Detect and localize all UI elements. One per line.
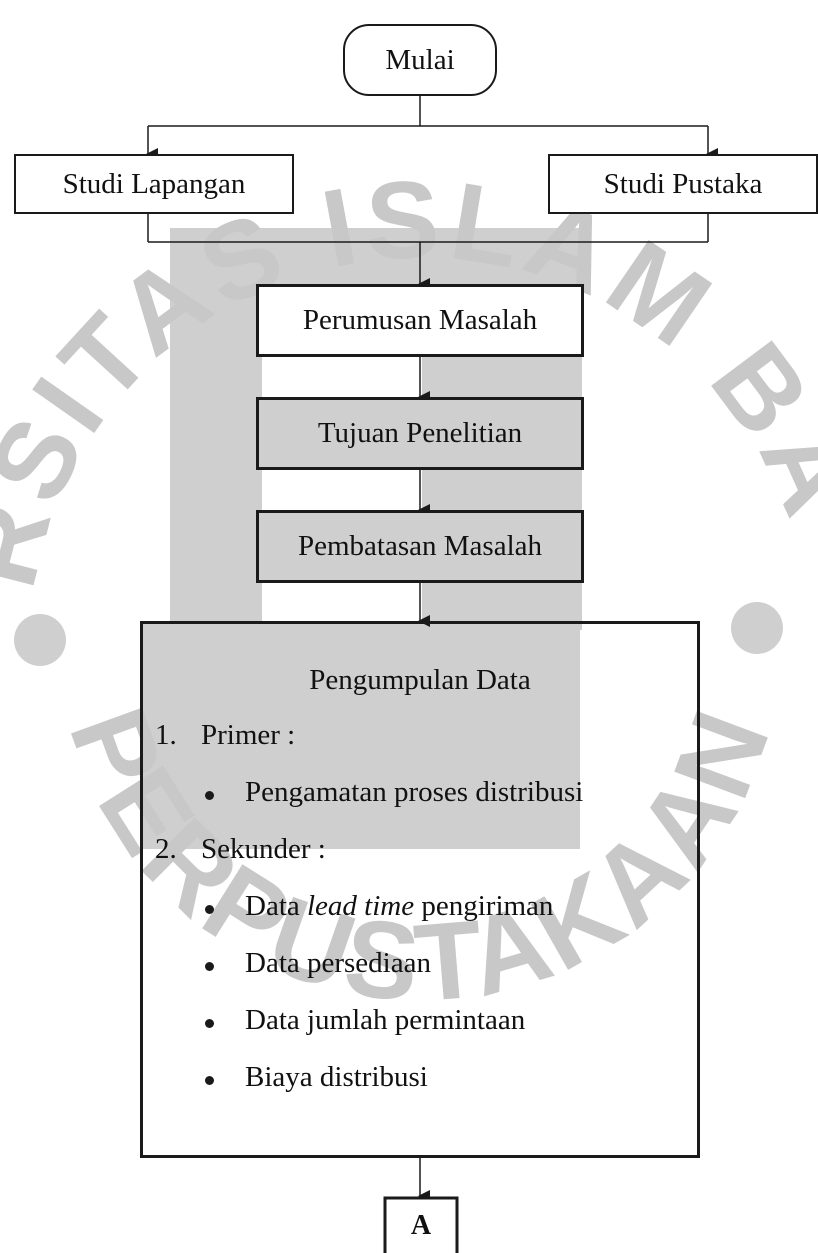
bullet-icon <box>205 962 214 971</box>
connector-a-label: A <box>410 1210 432 1241</box>
studi-pustaka-label: Studi Pustaka <box>603 167 763 200</box>
start-label: Mulai <box>385 43 455 76</box>
tujuan-penelitian-box: Tujuan Penelitian <box>256 397 584 470</box>
start-terminator: Mulai <box>343 24 497 96</box>
bullet-icon <box>205 1019 214 1028</box>
secondary-item-4: Biaya distribusi <box>245 1061 428 1093</box>
pembatasan-masalah-label: Pembatasan Masalah <box>297 530 542 562</box>
pengumpulan-data-box: Pengumpulan Data 1. Primer : Pengamatan … <box>140 621 700 1158</box>
secondary-item-lead-time: Data lead time pengiriman <box>245 890 553 923</box>
primary-label: Primer : <box>201 719 296 751</box>
secondary-label: Sekunder : <box>201 833 326 865</box>
primary-item-1: Pengamatan proses distribusi <box>245 776 584 808</box>
primary-number: 1. <box>155 719 177 751</box>
offpage-connector-shape <box>383 1196 459 1253</box>
watermark-block-left <box>170 340 262 630</box>
pembatasan-masalah-box: Pembatasan Masalah <box>256 510 584 583</box>
bullet-icon <box>205 1076 214 1085</box>
lead-time-prefix: Data <box>245 890 307 922</box>
secondary-item-3: Data jumlah permintaan <box>245 1004 526 1036</box>
studi-lapangan-label: Studi Lapangan <box>62 167 246 200</box>
secondary-item-2: Data persediaan <box>245 947 431 979</box>
perumusan-masalah-label: Perumusan Masalah <box>302 304 538 336</box>
pengumpulan-data-title: Pengumpulan Data <box>309 664 531 696</box>
bullet-icon <box>205 791 214 800</box>
studi-lapangan-box: Studi Lapangan <box>14 154 294 214</box>
tujuan-penelitian-label: Tujuan Penelitian <box>317 417 523 449</box>
perumusan-masalah-box: Perumusan Masalah <box>256 284 584 357</box>
secondary-number: 2. <box>155 833 177 865</box>
lead-time-suffix: pengiriman <box>414 890 554 922</box>
studi-pustaka-box: Studi Pustaka <box>548 154 818 214</box>
lead-time-italic: lead time <box>307 890 415 922</box>
watermark-block-lower <box>143 624 580 849</box>
bullet-icon <box>205 905 214 914</box>
